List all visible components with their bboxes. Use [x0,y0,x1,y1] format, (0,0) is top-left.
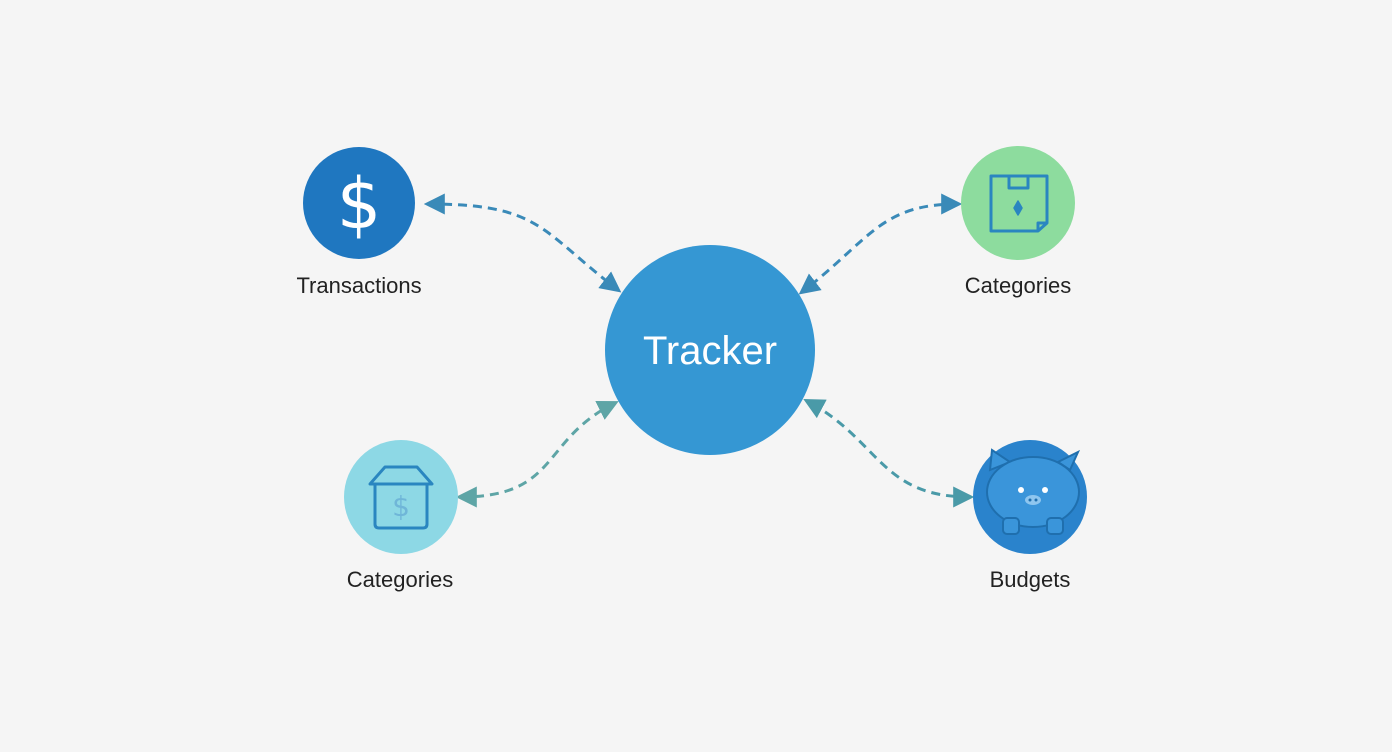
transactions-node[interactable]: $ Transactions [296,147,422,298]
categories-bottom-label: Categories [347,567,453,592]
categories-top-node[interactable]: Categories [961,146,1075,298]
transactions-circle [303,147,415,259]
svg-text:$: $ [392,490,410,523]
edge-categories-top-tracker [798,193,963,295]
edge-transactions-tracker [423,193,622,293]
tagged-box-icon [989,174,1049,233]
edge-budgets-tracker [803,399,975,508]
budgets-node[interactable]: Budgets [973,440,1087,592]
budgets-label: Budgets [990,567,1071,592]
svg-text:$: $ [337,163,382,245]
categories-top-label: Categories [965,273,1071,298]
categories-bottom-node[interactable]: $ Categories [344,440,458,592]
tracker-label: Tracker [643,329,777,373]
categories-bottom-circle [344,440,458,554]
tracker-node[interactable]: Tracker [605,245,815,455]
money-house-icon: $ [368,465,434,530]
piggy-bank-icon [986,448,1081,535]
edge-categories-bottom-tracker [455,401,619,508]
dollar-sign-icon: $ [337,163,382,245]
tracker-circle [605,245,815,455]
transactions-label: Transactions [296,273,421,298]
